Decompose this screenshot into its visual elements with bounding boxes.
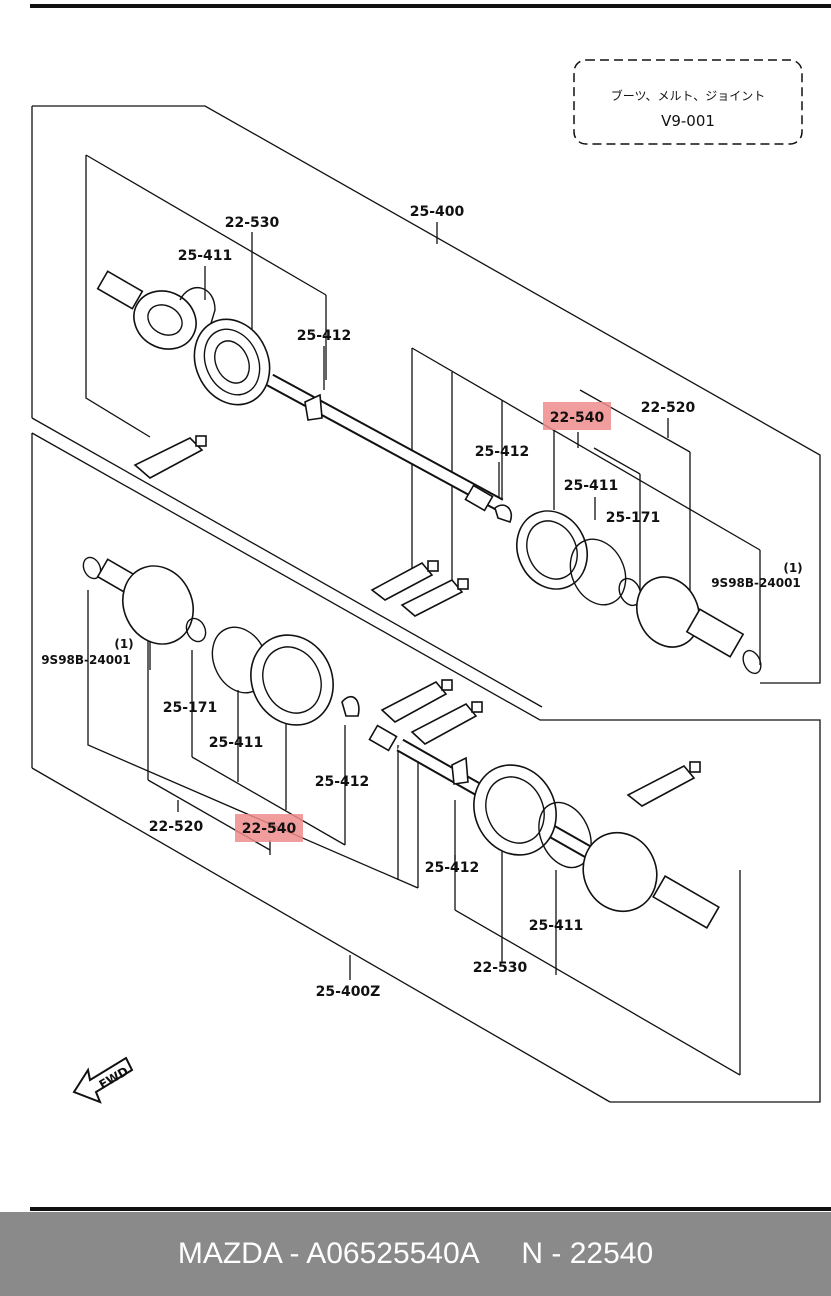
small-clamp-icon	[304, 393, 323, 421]
label-25-171-bottom: 25-171	[163, 700, 218, 716]
grease-tube-icon	[133, 435, 207, 479]
label-25-411-bottom: 25-411	[209, 735, 264, 751]
footer-short-part: N - 22540	[521, 1237, 654, 1270]
highlight-22540-top	[543, 402, 611, 430]
outer-cv-joint-icon	[133, 290, 197, 350]
label-22-520-bottom: 22-520	[149, 819, 204, 835]
footer-brand-part: MAZDA - A06525540A	[177, 1237, 480, 1270]
outer-boot-icon-lower	[473, 764, 557, 856]
note-code: V9-001	[661, 112, 715, 130]
inner-joint-housing-icon	[636, 576, 762, 675]
label-22-530-bottom: 22-530	[473, 960, 528, 976]
label-25-400z: 25-400Z	[316, 984, 381, 1000]
snap-ring-icon	[618, 577, 642, 607]
inner-boot-icon	[516, 510, 588, 590]
label-25-412-bottom: 25-412	[315, 774, 370, 790]
outer-cv-joint-icon-lower	[582, 831, 720, 929]
subframe-upper-left	[85, 154, 327, 438]
upper-drive-shaft	[96, 270, 762, 675]
label-22-530-top: 22-530	[225, 215, 280, 231]
assembly-frame-lower	[31, 432, 821, 1103]
part-number-footer: MAZDA - A06525540A N - 22540	[0, 1212, 831, 1296]
forward-arrow-icon: FWD	[72, 1056, 134, 1104]
label-22-540-top: 22-540	[550, 410, 605, 426]
highlight-22540-bottom	[235, 814, 303, 842]
label-qty-right: (1)	[783, 561, 802, 575]
note-title: ブーツ、メルト、ジョイント	[611, 88, 766, 103]
label-25-171-top: 25-171	[606, 510, 661, 526]
label-25-412-bottom2: 25-412	[425, 860, 480, 876]
label-25-411-top: 25-411	[178, 248, 233, 264]
label-22-520-top: 22-520	[641, 400, 696, 416]
note-box: ブーツ、メルト、ジョイント V9-001	[573, 59, 803, 145]
parts-diagram: ブーツ、メルト、ジョイント V9-001	[30, 4, 831, 1211]
label-25-412-top: 25-412	[297, 328, 352, 344]
subframe-upper-right	[411, 347, 761, 665]
footer-gap	[480, 1237, 522, 1271]
boot-icon	[193, 318, 271, 406]
lower-drive-shaft	[82, 556, 720, 929]
label-25-411-bottom2: 25-411	[529, 918, 584, 934]
label-22-540-bottom: 22-540	[242, 821, 297, 837]
label-25-400: 25-400	[410, 204, 465, 220]
leader-lines	[149, 222, 669, 980]
boot-clamp-icon	[179, 287, 216, 361]
inner-joint-housing-icon-lower	[82, 556, 194, 645]
part-labels: 25-400 22-530 25-411 25-412 22-540 22-52…	[41, 204, 802, 1000]
label-qty-left: (1)	[114, 637, 133, 651]
subframe-lower-right	[454, 800, 741, 1076]
assembly-frame-upper	[31, 105, 821, 708]
label-9s98b-left: 9S98B-24001	[41, 653, 131, 667]
inner-boot-icon-lower	[250, 634, 334, 726]
label-9s98b-right: 9S98B-24001	[711, 576, 801, 590]
subframe-lower-left	[87, 590, 419, 889]
label-25-412-mid: 25-412	[475, 444, 530, 460]
label-25-411-mid: 25-411	[564, 478, 619, 494]
